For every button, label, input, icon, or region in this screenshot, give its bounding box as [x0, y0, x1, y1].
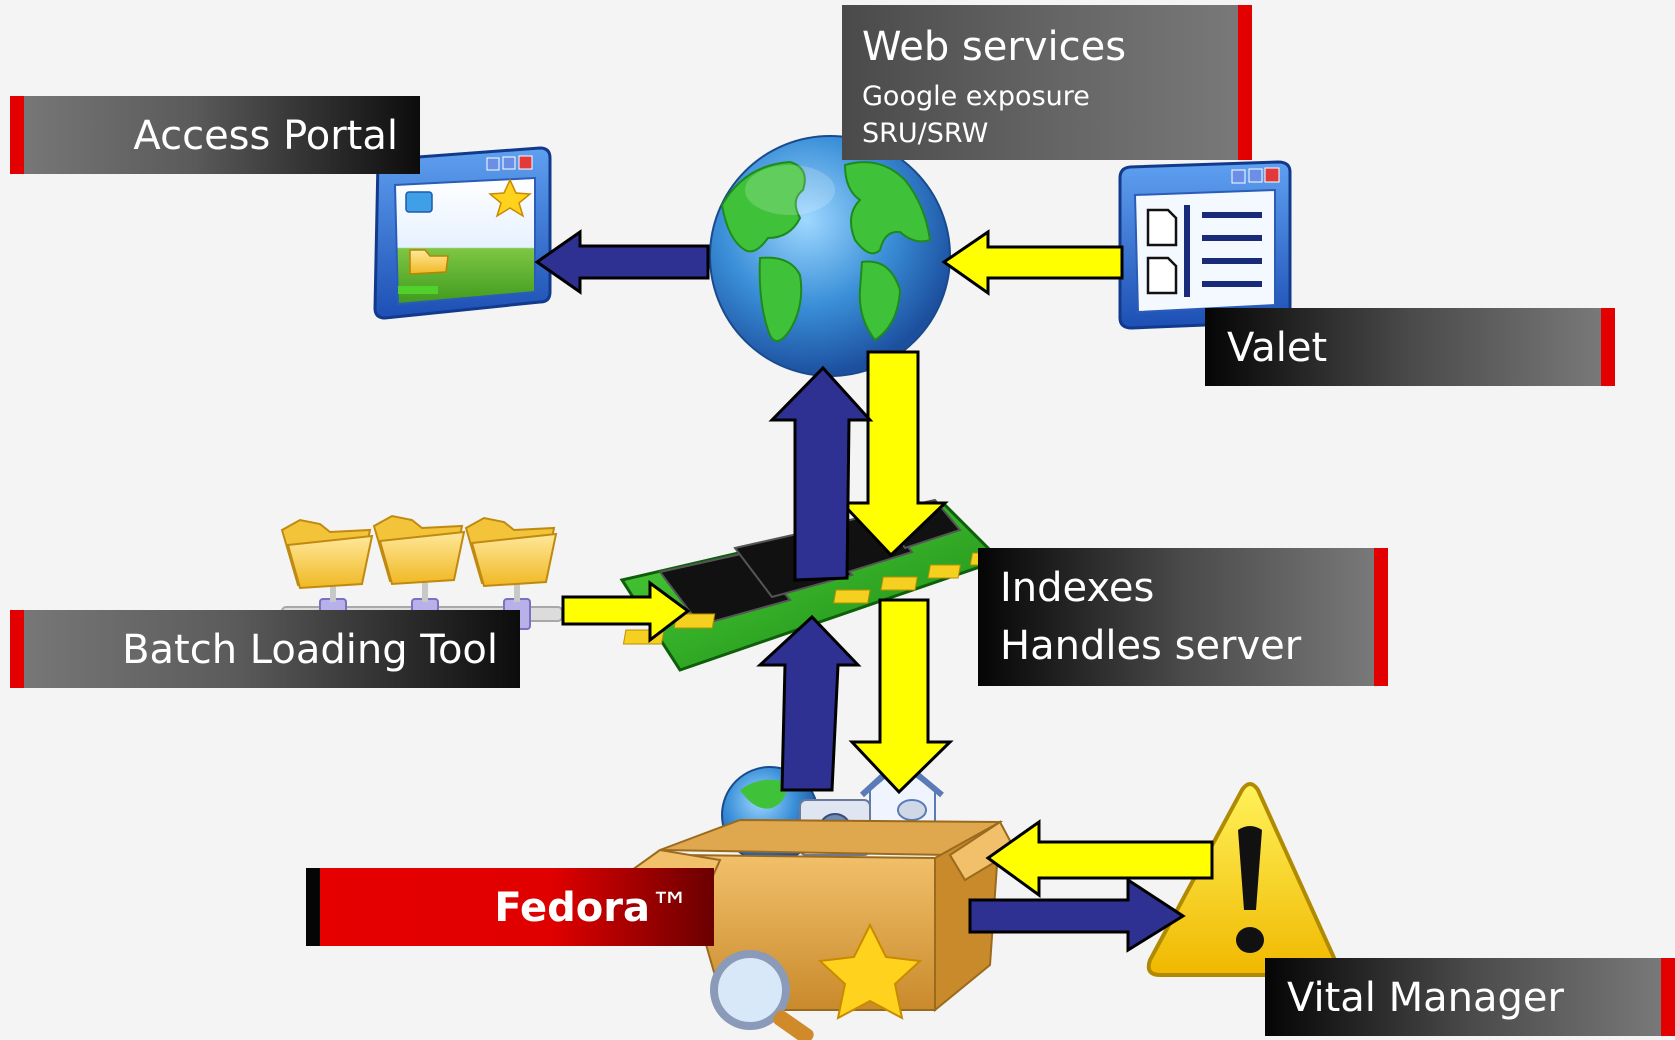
indexes-line-indexes: Indexes: [1000, 565, 1155, 611]
batch-loading-tool-label: Batch Loading Tool: [10, 610, 520, 688]
arrow-fedora-to-vital: [968, 877, 1186, 953]
arrow-globe-to-indexes: [838, 350, 949, 558]
indexes-label: Indexes Handles server: [978, 548, 1388, 686]
vital-manager-text: Vital Manager: [1287, 975, 1564, 1021]
access-portal-label: Access Portal: [10, 96, 420, 174]
arrow-batch-to-indexes: [561, 580, 691, 644]
arrow-indexes-to-globe: [768, 365, 874, 582]
fedora-text: Fedora™: [494, 888, 690, 928]
fedora-trademark: ™: [650, 885, 690, 931]
valet-label: Valet: [1205, 308, 1615, 386]
web-services-label: Web services Google exposure SRU/SRW: [842, 5, 1252, 160]
fedora-name: Fedora: [494, 885, 650, 931]
browser-window-icon: [373, 146, 552, 320]
document-form-window-icon: [1118, 160, 1292, 330]
arrow-globe-to-access-portal: [534, 229, 710, 295]
arrow-indexes-to-fedora: [848, 598, 954, 795]
web-services-line-google: Google exposure: [862, 81, 1090, 112]
access-portal-text: Access Portal: [133, 113, 398, 159]
arrow-valet-to-globe: [941, 229, 1124, 296]
web-services-line-sru: SRU/SRW: [862, 118, 989, 149]
arrow-vital-to-fedora: [985, 819, 1214, 898]
globe-icon: [709, 135, 951, 377]
arrow-fedora-to-indexes: [756, 614, 862, 792]
indexes-line-handles: Handles server: [1000, 623, 1302, 669]
fedora-label: Fedora™: [306, 868, 714, 946]
vital-manager-label: Vital Manager: [1265, 958, 1675, 1036]
web-services-title: Web services: [862, 24, 1127, 70]
valet-text: Valet: [1227, 325, 1328, 371]
batch-loading-tool-text: Batch Loading Tool: [122, 627, 498, 673]
